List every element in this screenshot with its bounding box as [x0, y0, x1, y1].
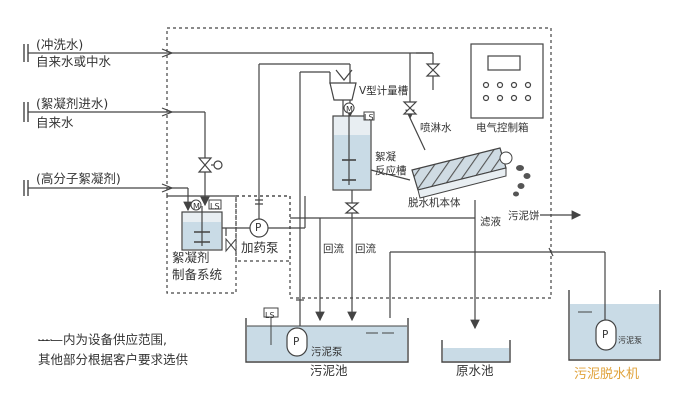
motor-symbol-reaction: M — [346, 105, 353, 114]
flocculant-system-boundary — [166, 195, 237, 294]
right-sludge-pit — [568, 290, 661, 361]
label-flush-water: (冲洗水) — [36, 37, 84, 52]
label-v-meter-tank: V型计量槽 — [359, 85, 409, 97]
label-dewatering-body: 脱水机本体 — [408, 197, 461, 209]
right-pump-symbol: P — [602, 329, 609, 341]
legend-line-2: 其他部分根据客户要求选供 — [38, 352, 189, 367]
label-level-switch: LS — [265, 311, 275, 320]
dewatering-screw — [411, 147, 513, 199]
sludge-pump-symbol: P — [293, 336, 300, 348]
label-reaction-tank-2: 反应槽 — [375, 165, 407, 177]
label-dosing-pump: 加药泵 — [241, 240, 279, 255]
label-polymer: (高分子絮凝剂) — [36, 171, 121, 186]
spray-valve-top — [425, 63, 441, 77]
dosing-pump — [222, 196, 306, 238]
label-return-flow-1: 回流 — [323, 243, 344, 255]
label-sludge-pool: 污泥池 — [310, 363, 348, 378]
label-sludge-pump: 污泥泵 — [311, 346, 343, 358]
dosing-valve — [225, 237, 237, 253]
label-flocculant-system-1: 絮凝剂 — [172, 250, 210, 265]
label-sludge-cake: 污泥饼 — [508, 210, 540, 222]
label-tap-or-reclaimed: 自来水或中水 — [36, 54, 112, 69]
legend-line-1: ——内为设备供应范围, — [38, 332, 167, 347]
v-meter-tank — [329, 69, 357, 118]
label-flocculant-inlet: (絮凝剂进水) — [36, 96, 109, 111]
sludge-cake-drops — [513, 165, 531, 197]
label-tap-water: 自来水 — [36, 115, 74, 130]
water-valve — [197, 157, 223, 173]
label-raw-water-pool: 原水池 — [456, 363, 494, 378]
watermark: 污泥脱水机 — [574, 367, 640, 382]
label-spray-water: 喷淋水 — [420, 122, 452, 134]
motor-symbol-tank: M — [193, 202, 200, 211]
polymer-line — [28, 183, 193, 212]
inlet-markers — [23, 44, 29, 196]
label-control-cabinet: 电气控制箱 — [476, 122, 529, 134]
label-sludge-pump-small: 污泥泵 — [618, 336, 642, 345]
label-filtrate: 滤液 — [480, 216, 501, 228]
dosing-pump-symbol: P — [255, 222, 262, 234]
flocculant-tank — [181, 199, 223, 251]
raw-water-pool-tank — [441, 340, 511, 363]
pit-feed-line — [389, 247, 606, 320]
level-symbol-reaction: LS — [364, 113, 374, 122]
level-symbol-tank: LS — [210, 202, 220, 211]
control-cabinet — [470, 43, 544, 119]
return-flow-lines — [290, 190, 480, 330]
label-reaction-tank-1: 絮凝 — [375, 151, 396, 163]
label-return-flow-2: 回流 — [355, 243, 376, 255]
sludge-pool-tank — [245, 307, 409, 363]
spray-valve — [402, 101, 418, 115]
sludge-feed-line — [296, 71, 331, 330]
reaction-tank — [332, 102, 411, 191]
label-flocculant-system-2: 制备系统 — [172, 267, 223, 282]
